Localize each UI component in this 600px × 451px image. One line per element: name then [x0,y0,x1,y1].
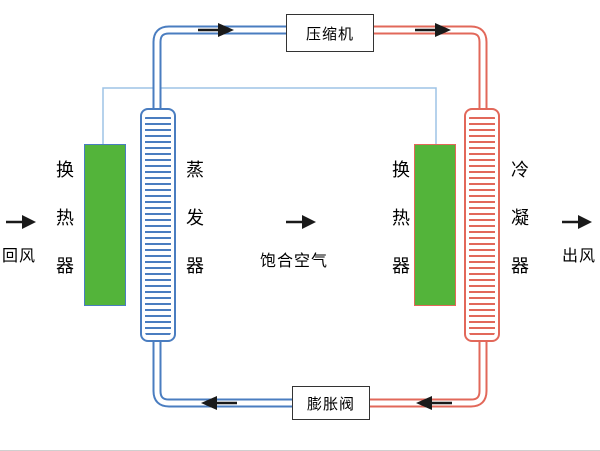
cold-pipe [152,25,294,408]
flow-arrow-top-left [198,23,234,37]
outlet-air-label: 出风 [562,246,597,265]
right-heat-exchanger-block [414,144,456,306]
saturated-air-arrow [286,215,316,229]
saturated-air-label: 饱合空气 [260,251,329,270]
flow-arrow-bottom-right [416,396,452,410]
flow-arrow-top-right [415,23,451,37]
right-heat-exchanger-label: 换热器 [389,160,410,304]
flow-arrow-bottom-left [201,396,237,410]
hot-pipe [368,25,488,408]
evaporator-label: 蒸发器 [183,160,204,304]
compressor-label: 压缩机 [305,24,354,43]
condenser-coil-fins [469,113,495,337]
left-heat-exchanger-label: 换热器 [53,160,74,304]
left-heat-exchanger-block [84,144,126,306]
expansion-valve-box: 膨胀阀 [292,386,370,420]
expansion-valve-label: 膨胀阀 [306,394,355,413]
condenser-coil [464,108,500,342]
compressor-box: 压缩机 [286,14,374,52]
return-air-arrow [6,215,36,229]
condenser-label: 冷凝器 [508,160,529,304]
return-air-label: 回风 [2,246,37,265]
runaround-coil-line [102,87,437,150]
evaporator-coil [140,108,176,342]
outlet-air-arrow [562,215,592,229]
evaporator-coil-fins [145,113,171,337]
